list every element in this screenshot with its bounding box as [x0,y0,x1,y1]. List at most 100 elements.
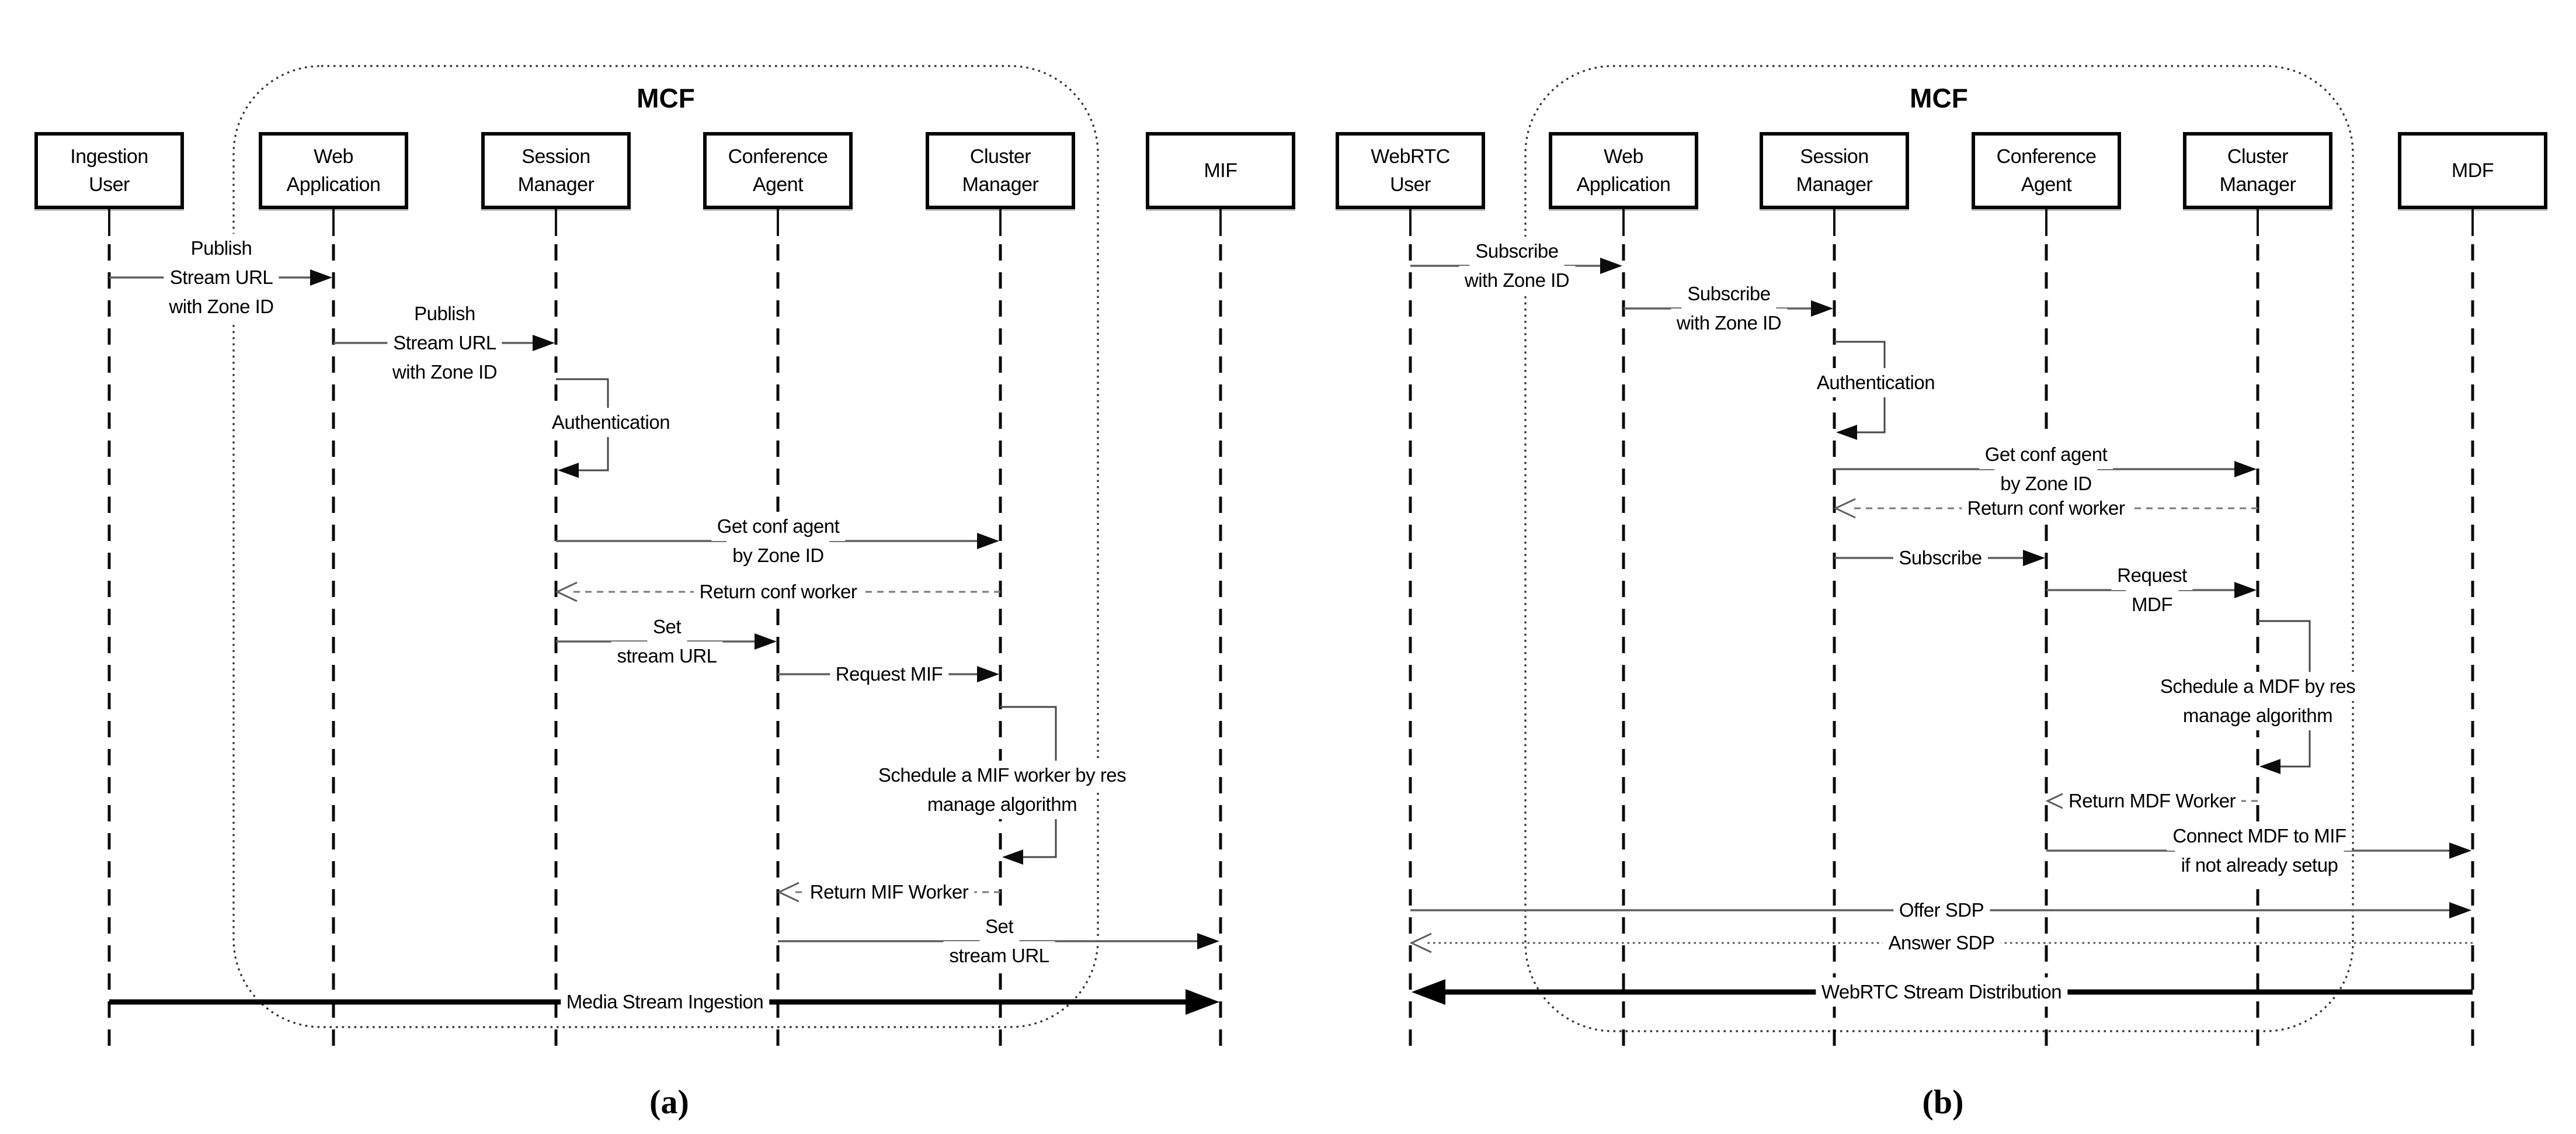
message-return-arrow [777,882,1000,903]
message-label: Offer SDP [1893,896,1990,925]
message-label: Return conf worker [693,577,863,606]
actor-label: Application [1576,174,1671,196]
mcf-frame-label: MCF [628,82,703,114]
arrowhead-filled-icon [1186,989,1219,1015]
message-label-line: Get conf agent [711,512,846,541]
message-label-line: stream URL [611,641,723,671]
actor-label: User [1390,174,1431,196]
message-label-line: Publish [185,234,258,263]
actor-label: Manager [2219,174,2296,196]
message-label-line: Offer SDP [1893,896,1990,925]
message-label-line: with Zone ID [386,358,503,387]
actor-box-mdf: MDF [2398,132,2547,209]
message-label-line: Media Stream Ingestion [560,987,770,1017]
message-label-line: stream URL [943,941,1055,970]
message-label-line: Stream URL [164,263,279,292]
message-label-line: Subscribe [1893,543,1988,573]
arrowhead-open-icon [1409,932,1432,953]
message-label-line: Subscribe [1469,237,1565,266]
message-label-line: Answer SDP [1882,928,2001,958]
message-label: Request MIF [829,660,949,689]
message-label: Answer SDP [1882,928,2001,958]
message-label: Return conf worker [1961,494,2131,523]
mcf-frame [1524,65,2354,1032]
message-label-line: with Zone ID [1670,308,1788,338]
mcf-frame [232,65,1099,1028]
actor-label: Web [1604,145,1643,168]
message-label-line: Request [2111,561,2193,590]
actor-label: Ingestion [70,145,148,168]
message-label: Authentication [1810,368,1941,397]
message-label-line: Set [646,612,687,641]
actor-label: Agent [752,174,804,196]
actor-label: Manager [962,174,1039,196]
message-label-line: WebRTC Stream Distribution [1815,977,2068,1007]
message-label-line: Return MIF Worker [804,878,975,907]
message-label: WebRTC Stream Distribution [1815,977,2068,1007]
arrowhead-filled-icon [1600,258,1622,274]
message-label-line: Return MDF Worker [2062,786,2242,816]
actor-label: Conference [1996,145,2097,168]
message-label-line: Return conf worker [1961,494,2131,523]
arrowhead-filled-icon [1811,300,1833,317]
message-label-line: Get conf agent [1979,440,2113,469]
actor-label: Cluster [2227,145,2289,168]
actor-label: Conference [728,145,828,168]
message-label-line: Request MIF [829,660,949,689]
arrowhead-filled-icon [2449,842,2471,859]
message-label: Authentication [545,408,676,437]
message-label: Media Stream Ingestion [560,987,770,1017]
actor-label: Application [286,174,381,196]
actor-label: WebRTC [1371,145,1450,168]
message-label-line: MDF [2126,590,2178,619]
arrowhead-filled-icon [755,633,777,650]
arrowhead-filled-icon [977,666,999,682]
message-label-line: Schedule a MIF worker by res [872,761,1132,790]
arrowhead-filled-icon [1412,979,1445,1005]
actor-label: Session [1800,145,1869,168]
message-label-line: if not already setup [2175,851,2344,880]
actor-label: Agent [2021,174,2072,196]
message-label-line: by Zone ID [1994,469,2098,498]
arrowhead-filled-icon [2449,902,2471,918]
message-label-line: manage algorithm [921,790,1083,819]
message-label-line: with Zone ID [1458,266,1576,295]
arrowhead-open-icon [555,581,578,602]
actor-label: MIF [1204,159,1237,182]
actor-label: Session [522,145,590,168]
arrowhead-filled-icon [2234,582,2257,598]
message-label-line: Stream URL [387,328,502,358]
arrowhead-filled-icon [2023,550,2045,566]
message-label-line: by Zone ID [726,541,830,570]
message-label-line: Connect MDF to MIF [2167,821,2352,851]
message-label: Return MIF Worker [804,878,975,907]
message-label-line: Authentication [545,408,676,437]
sequence-diagram-a [107,65,1222,1046]
arrowhead-filled-icon [1002,849,1023,865]
message-label-line: Schedule a MDF by res [2154,672,2362,701]
mcf-frame-label: MCF [1901,82,1976,114]
actor-label: Web [314,145,353,168]
arrowhead-filled-icon [2259,759,2280,774]
message-label-line: manage algorithm [2177,701,2339,730]
figure-caption-a: (a) [649,1083,689,1121]
actor-label: MDF [2451,159,2494,182]
